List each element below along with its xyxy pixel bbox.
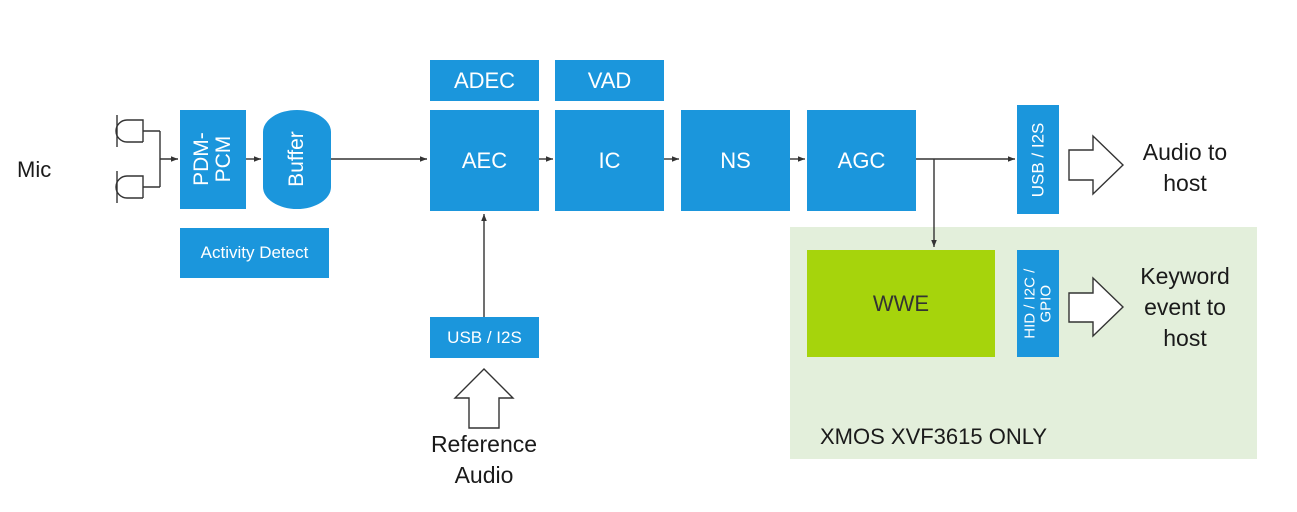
usb-i2s-output-label: USB / I2S xyxy=(1028,122,1048,197)
buffer-label: Buffer xyxy=(284,131,308,188)
wwe-block: WWE xyxy=(807,250,995,357)
microphone-icon xyxy=(115,115,144,147)
agc-block: AGC xyxy=(807,110,916,211)
mic-label: Mic xyxy=(17,157,52,182)
audio-to-host-label: Audio to host xyxy=(1130,137,1240,199)
aec-block: AEC xyxy=(430,110,539,211)
hid-i2c-gpio-line1: HID / I2C / xyxy=(1021,268,1039,339)
keyword-event-line3: host xyxy=(1163,325,1207,351)
microphone-icon xyxy=(115,171,144,203)
reference-audio-line1: Reference xyxy=(430,431,538,457)
pdm-pcm-line1: PDM- xyxy=(189,132,213,187)
audio-to-host-arrow xyxy=(1068,134,1125,196)
keyword-event-line2: event to xyxy=(1144,294,1226,320)
usb-i2s-output-block: USB / I2S xyxy=(1017,105,1059,214)
pdm-pcm-block: PDM-PCM xyxy=(180,110,246,209)
keyword-event-line1: Keyword xyxy=(1140,263,1230,289)
region-label: XMOS XVF3615 ONLY xyxy=(820,424,1048,449)
reference-audio-arrow xyxy=(453,368,515,429)
reference-audio-label: Reference Audio xyxy=(419,429,549,491)
adec-block: ADEC xyxy=(430,60,539,101)
vad-block: VAD xyxy=(555,60,664,101)
ns-block: NS xyxy=(681,110,790,211)
reference-audio-line2: Audio xyxy=(454,462,514,488)
activity-detect-block: Activity Detect xyxy=(180,228,329,278)
audio-to-host-line1: Audio to xyxy=(1142,139,1228,165)
keyword-event-label: Keyword event to host xyxy=(1130,261,1240,354)
pdm-pcm-line2: PCM xyxy=(211,136,235,183)
buffer-block: Buffer xyxy=(263,110,331,209)
audio-to-host-line2: host xyxy=(1163,170,1207,196)
hid-i2c-gpio-block: HID / I2C /GPIO xyxy=(1017,250,1059,357)
keyword-event-arrow xyxy=(1068,276,1125,338)
mic-connector xyxy=(143,130,178,188)
usb-i2s-reference-block: USB / I2S xyxy=(430,317,539,358)
hid-i2c-gpio-line2: GPIO xyxy=(1037,284,1055,323)
ic-block: IC xyxy=(555,110,664,211)
